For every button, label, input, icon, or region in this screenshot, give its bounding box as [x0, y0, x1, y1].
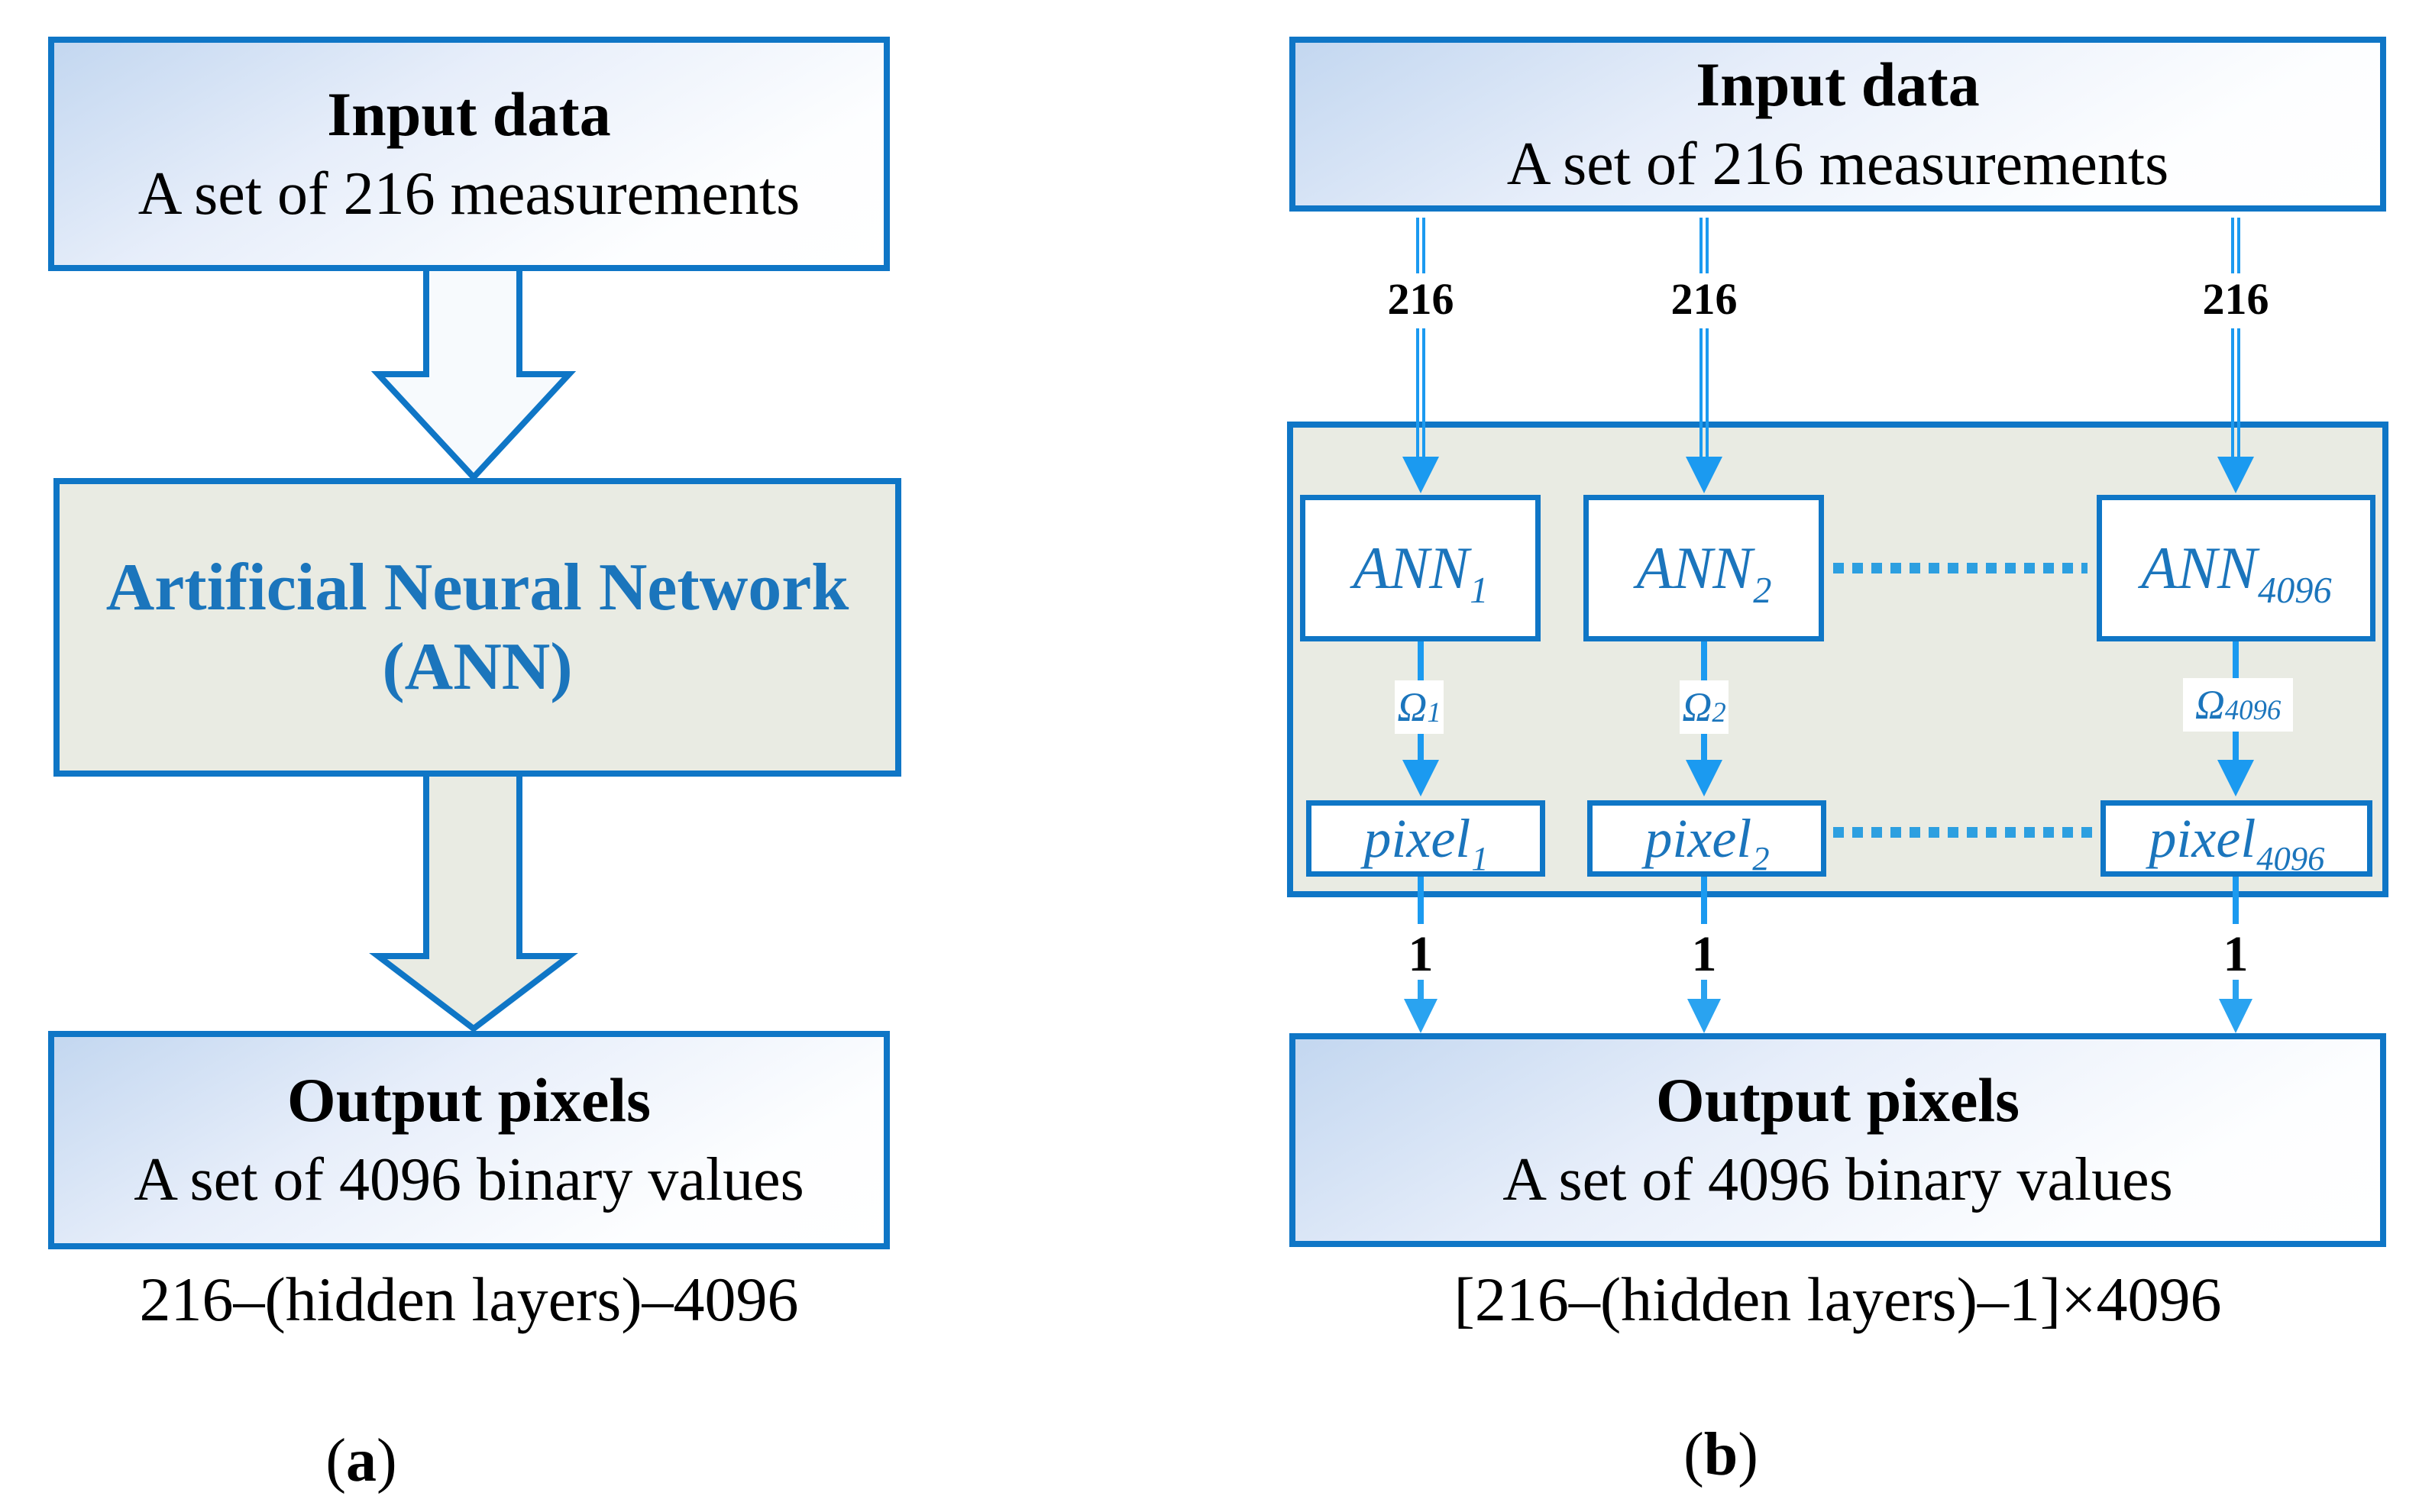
- pixel-unit-box-4096: pixel4096: [2100, 800, 2372, 877]
- caption-paren-close: ): [377, 1427, 397, 1494]
- network-topology-formula-b: [216–(hidden layers)–1]×4096: [1454, 1265, 2222, 1334]
- arrowhead-down-icon: [1404, 999, 1437, 1033]
- caption-letter: a: [346, 1427, 377, 1494]
- ann-unit-box-4096: ANN4096: [2097, 495, 2375, 641]
- ann-box-line1: Artificial Neural Network: [105, 550, 849, 625]
- output-connector-line: [1701, 980, 1707, 1004]
- ann-unit-label: ANN4096: [2141, 535, 2332, 611]
- double-line-down-arrow: [1416, 328, 1425, 458]
- double-line-down-arrow: [1699, 328, 1709, 458]
- double-line-down-arrow: [2231, 328, 2240, 458]
- arrow-label-1: 1: [1408, 926, 1434, 982]
- ann-unit-box-2: ANN2: [1583, 495, 1824, 641]
- ann-unit-box-1: ANN1: [1300, 495, 1541, 641]
- network-topology-formula-a: 216–(hidden layers)–4096: [139, 1265, 799, 1334]
- caption-paren-close: ): [1738, 1421, 1758, 1488]
- ellipsis-dotted-line: [1833, 563, 2088, 573]
- block-arrow-input-to-ann: [370, 269, 577, 482]
- output-box-subtitle: A set of 4096 binary values: [1502, 1146, 2173, 1214]
- pixel-unit-box-2: pixel2: [1587, 800, 1826, 877]
- arrow-label-216: 216: [1387, 274, 1454, 324]
- input-data-box-b: Input data A set of 216 measurements: [1289, 37, 2386, 212]
- pixel-unit-label: pixel4096: [2149, 807, 2325, 878]
- input-box-title: Input data: [1696, 49, 1980, 119]
- arrowhead-down-icon: [2217, 760, 2254, 796]
- input-box-subtitle: A set of 216 measurements: [137, 160, 800, 228]
- output-pixels-box-b: Output pixels A set of 4096 binary value…: [1289, 1033, 2386, 1247]
- double-line-down-arrow: [1699, 218, 1709, 273]
- ann-box-line2: (ANN): [382, 629, 573, 704]
- ann-unit-label: ANN2: [1636, 535, 1772, 611]
- output-connector-line: [1701, 877, 1707, 924]
- output-connector-line: [2233, 877, 2239, 924]
- double-line-down-arrow: [1416, 218, 1425, 273]
- arrow-label-1: 1: [1691, 926, 1717, 982]
- output-pixels-box-a: Output pixels A set of 4096 binary value…: [48, 1031, 890, 1249]
- arrowhead-down-icon: [2217, 457, 2254, 493]
- double-line-down-arrow: [2231, 218, 2240, 273]
- arrowhead-down-icon: [1687, 999, 1721, 1033]
- caption-paren-open: (: [325, 1427, 346, 1494]
- panel-caption-a: (a): [247, 1426, 476, 1496]
- input-box-title: Input data: [327, 79, 611, 149]
- arrowhead-down-icon: [1686, 457, 1722, 493]
- output-box-title: Output pixels: [1655, 1065, 2020, 1136]
- pixel-unit-label: pixel2: [1644, 807, 1770, 878]
- arrowhead-down-icon: [1402, 760, 1439, 796]
- output-box-subtitle: A set of 4096 binary values: [134, 1146, 804, 1214]
- pixel-unit-box-1: pixel1: [1306, 800, 1545, 877]
- arrowhead-down-icon: [1686, 760, 1722, 796]
- arrow-label-1: 1: [2223, 926, 2249, 982]
- caption-letter: b: [1703, 1421, 1738, 1488]
- ellipsis-dotted-line: [1833, 827, 2093, 838]
- arrowhead-down-icon: [2219, 999, 2252, 1033]
- output-box-title: Output pixels: [286, 1065, 652, 1136]
- block-arrow-ann-to-output: [369, 777, 578, 1033]
- pixel-unit-label: pixel1: [1363, 807, 1489, 878]
- caption-paren-open: (: [1683, 1421, 1704, 1488]
- input-box-subtitle: A set of 216 measurements: [1506, 130, 2169, 198]
- output-connector-line: [1418, 877, 1424, 924]
- ann-unit-label: ANN1: [1353, 535, 1489, 611]
- output-connector-line: [2233, 980, 2239, 1004]
- output-connector-line: [1418, 980, 1424, 1004]
- ann-box: Artificial Neural Network (ANN): [53, 478, 901, 777]
- arrow-label-216: 216: [1670, 274, 1738, 324]
- arrow-label-216: 216: [2202, 274, 2269, 324]
- arrowhead-down-icon: [1402, 457, 1439, 493]
- input-data-box-a: Input data A set of 216 measurements: [48, 37, 890, 271]
- panel-caption-b: (b): [1606, 1420, 1835, 1490]
